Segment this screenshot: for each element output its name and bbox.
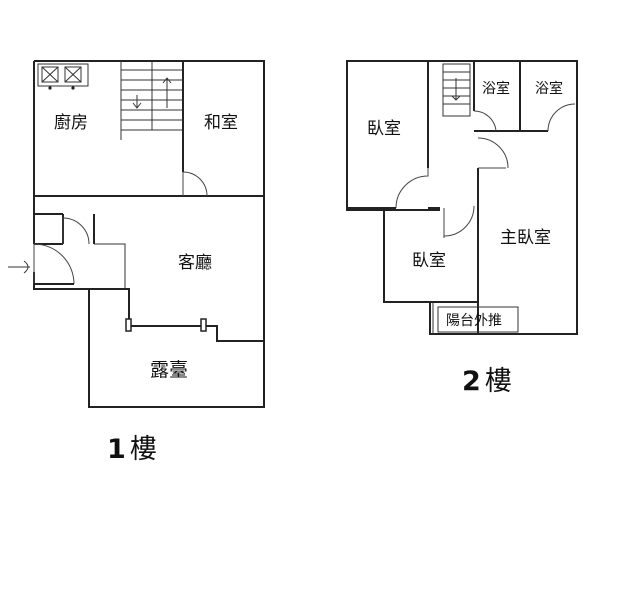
bath-2-label: 浴室: [535, 80, 563, 97]
stair-treads-floor-1: [121, 61, 183, 131]
living-room-label: 客廳: [178, 253, 212, 273]
floor-1-number: 1: [107, 434, 126, 465]
stove-icon: [37, 63, 89, 90]
bath-1-label: 浴室: [482, 80, 510, 97]
stair-treads-floor-2: [442, 63, 471, 117]
bedroom-left-door: [395, 168, 429, 209]
floor-1-char: 樓: [130, 434, 157, 465]
floor-1-outer-wall: [33, 60, 265, 408]
master-bedroom-label: 主臥室: [500, 228, 551, 248]
entrance-door: [33, 243, 75, 285]
bedroom-bottom-door: [443, 205, 475, 238]
living-room-left-wall: [89, 288, 130, 329]
japanese-room-label: 和室: [204, 113, 238, 133]
balcony-label: 陽台外推: [446, 313, 502, 329]
balcony-box: [437, 306, 519, 333]
entry-arrow-icon: [8, 260, 30, 274]
master-bedroom-door: [477, 137, 509, 169]
door-jamb-right: [200, 318, 207, 332]
door-jamb-left: [125, 318, 132, 332]
floor-2-outer-wall: [346, 60, 578, 335]
floor-2-char: 樓: [485, 366, 512, 397]
bath-2-door: [547, 103, 576, 132]
bath-2-walls: [520, 104, 578, 132]
terrace-sliding-door: [129, 325, 264, 342]
bedroom-left-label: 臥室: [367, 119, 401, 139]
vestibule-door: [62, 217, 90, 245]
bedroom-bottom-label: 臥室: [412, 251, 446, 271]
japanese-room-door: [182, 171, 208, 197]
bath-1-door: [473, 110, 497, 132]
living-room-inner-wall: [94, 243, 126, 289]
kitchen-label: 廚房: [54, 112, 88, 133]
terrace-label: 露臺: [150, 359, 188, 381]
floor-2-number: 2: [462, 366, 481, 397]
vestibule-right-wall: [33, 196, 63, 215]
